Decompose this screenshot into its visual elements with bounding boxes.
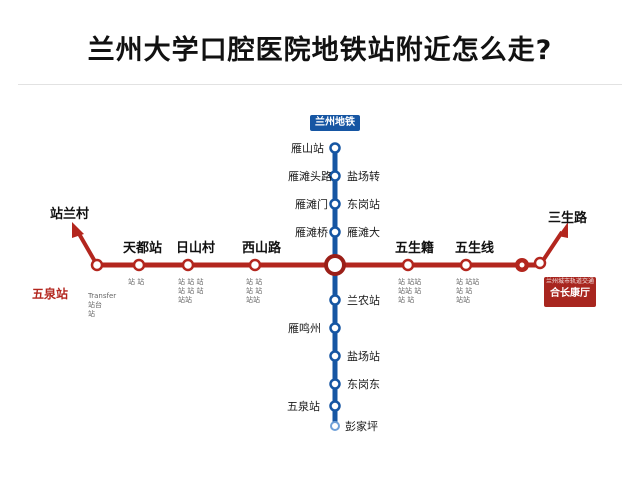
- title-divider: [18, 84, 622, 85]
- station-label: 盐场转: [347, 170, 380, 183]
- station-node: [533, 256, 547, 270]
- page-title: 兰州大学口腔医院地铁站附近怎么走?: [87, 35, 553, 66]
- west-terminal-label: 五泉站: [32, 287, 69, 301]
- station-label: 雁鸣州: [288, 322, 321, 335]
- east-box-small-text: 兰州城市轨道交通: [545, 278, 594, 285]
- station-node: [329, 378, 341, 390]
- station-node: [330, 421, 340, 431]
- station-label: 盐场站: [347, 350, 380, 363]
- west-arrow-icon: [72, 222, 84, 238]
- station-sublabel: 站 站站 站站 站 站 站: [398, 278, 422, 304]
- station-label: 东岗东: [347, 378, 380, 391]
- station-sublabel: 站 站: [128, 278, 145, 286]
- station-label: 东岗站: [347, 198, 380, 211]
- line-badge: 兰州地铁: [310, 115, 360, 131]
- station-label: 五泉站: [287, 400, 320, 413]
- station-label: 雁滩头路: [288, 170, 332, 183]
- station-label: 雁滩门: [295, 198, 328, 211]
- station-node: [329, 400, 341, 412]
- station-label: 五生籍: [395, 241, 435, 256]
- station-node: [329, 322, 341, 334]
- station-node: [459, 258, 473, 272]
- station-label: 雁山站: [291, 142, 324, 155]
- east-end-label: 三生路: [548, 211, 588, 226]
- west-end-label: 站兰村: [50, 207, 90, 222]
- station-node: [181, 258, 195, 272]
- station-label: 西山路: [242, 241, 282, 256]
- station-node: [132, 258, 146, 272]
- east-box-label: 合长康厅: [550, 288, 590, 299]
- station-node: [248, 258, 262, 272]
- station-label: 彭家坪: [345, 420, 378, 433]
- station-node: [519, 262, 525, 268]
- station-node: [329, 294, 341, 306]
- station-node: [329, 142, 341, 154]
- station-label: 兰农站: [347, 294, 380, 307]
- station-node: [329, 226, 341, 238]
- station-sublabel: Transfer 站台 站: [88, 292, 117, 318]
- red-line-west-branch: [76, 231, 99, 266]
- station-node: [329, 350, 341, 362]
- station-sublabel: 站 站 站 站 站 站 站站: [178, 278, 204, 304]
- station-node: [329, 170, 341, 182]
- interchange-station: [324, 254, 346, 276]
- east-arrow-icon: [558, 222, 568, 238]
- station-label: 日山村: [176, 241, 216, 256]
- station-label: 雁滩大: [347, 226, 380, 239]
- station-label: 五生线: [455, 241, 495, 256]
- station-node: [329, 198, 341, 210]
- station-sublabel: 站 站 站 站 站站: [246, 278, 263, 304]
- station-label: 雁滩桥: [295, 226, 328, 239]
- station-node: [401, 258, 415, 272]
- station-sublabel: 站 站站 站 站 站站: [456, 278, 480, 304]
- station-label: 天都站: [123, 241, 163, 256]
- east-terminal-box: 兰州城市轨道交通 合长康厅: [544, 277, 596, 307]
- station-node: [90, 258, 104, 272]
